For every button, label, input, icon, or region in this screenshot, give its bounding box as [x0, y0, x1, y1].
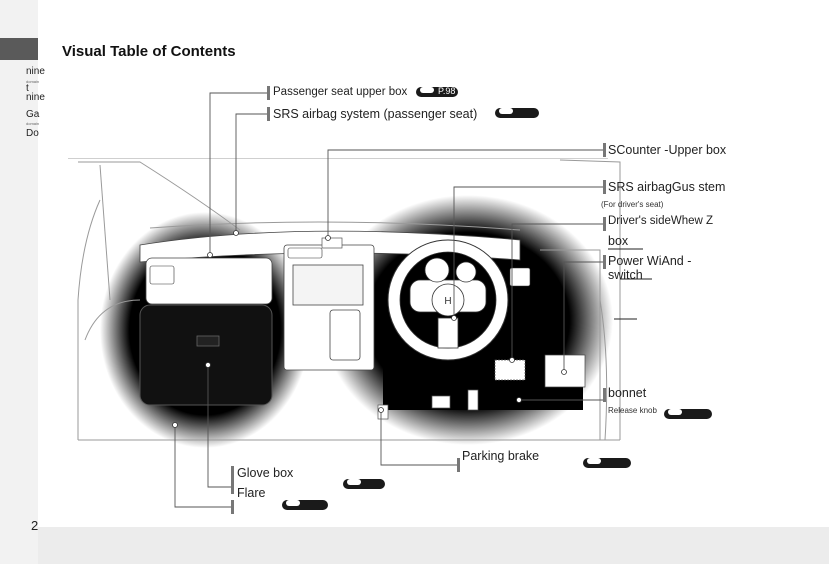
chapter-sidebar: [0, 0, 38, 564]
page-number: 2: [31, 518, 39, 533]
vent-center: [287, 247, 323, 259]
sidebar-item[interactable]: nine: [26, 66, 45, 77]
sidebar-item[interactable]: nine: [26, 92, 45, 103]
callout-bonnet[interactable]: bonnet: [608, 386, 647, 400]
arrow-icon: [347, 479, 361, 485]
callout-glove-box[interactable]: Glove box: [237, 466, 294, 480]
callout-counter-upper-box[interactable]: SCounter -Upper box: [608, 143, 727, 157]
page-ref-srs-passenger[interactable]: [495, 108, 539, 118]
callout-for-driver-seat: (For driver's seat): [601, 200, 664, 209]
callout-flare[interactable]: Flare: [237, 486, 266, 500]
callout-passenger-upper-box[interactable]: Passenger seat upper box: [273, 86, 408, 98]
arrow-icon: [420, 87, 434, 93]
page-ref-flare[interactable]: [282, 500, 328, 510]
page-footer: [38, 527, 829, 564]
glove-box-lid: [139, 304, 273, 406]
sidebar-item[interactable]: Ga: [26, 109, 40, 120]
page-title: Visual Table of Contents: [62, 43, 236, 60]
steering-wheel: H: [387, 239, 509, 361]
car-outline: [77, 159, 621, 441]
sidebar-item[interactable]: Do: [26, 128, 39, 139]
callout-srs-passenger[interactable]: SRS airbag system (passenger seat): [273, 107, 478, 121]
callout-parking-brake[interactable]: Parking brake: [462, 449, 540, 463]
callout-drivers-side-box-2[interactable]: box: [608, 234, 629, 248]
callout-srs-driver[interactable]: SRS airbagGus stem: [608, 180, 726, 194]
sidebar-item[interactable]: t: [26, 83, 29, 94]
callout-power-window-2[interactable]: switch: [608, 268, 643, 282]
page-ref-parking-brake[interactable]: [583, 458, 631, 468]
page-ref-glove-box[interactable]: [343, 479, 385, 489]
callout-power-window[interactable]: Power WiAnd -: [608, 254, 692, 268]
sidebar-subitem: domain: [26, 79, 40, 84]
callout-drivers-side-box[interactable]: Driver's sideWhew Z: [608, 215, 714, 227]
vent-left: [149, 265, 175, 285]
page-ref-bonnet[interactable]: [664, 409, 712, 419]
page-ref-passenger-upper-box[interactable]: P.98: [416, 86, 458, 97]
callout-release-knob: Release knob: [608, 406, 657, 415]
arrow-icon: [286, 500, 300, 506]
dashboard: [139, 230, 521, 371]
callout-leaders: [174, 92, 604, 508]
arrow-icon: [499, 108, 513, 114]
vent-right: [509, 267, 531, 287]
divider: [68, 158, 608, 159]
arrow-icon: [668, 409, 682, 415]
arrow-icon: [587, 458, 601, 464]
svg-text:H: H: [444, 296, 451, 307]
chapter-tab-active[interactable]: [0, 38, 38, 60]
sidebar-subitem: domain: [26, 121, 40, 126]
